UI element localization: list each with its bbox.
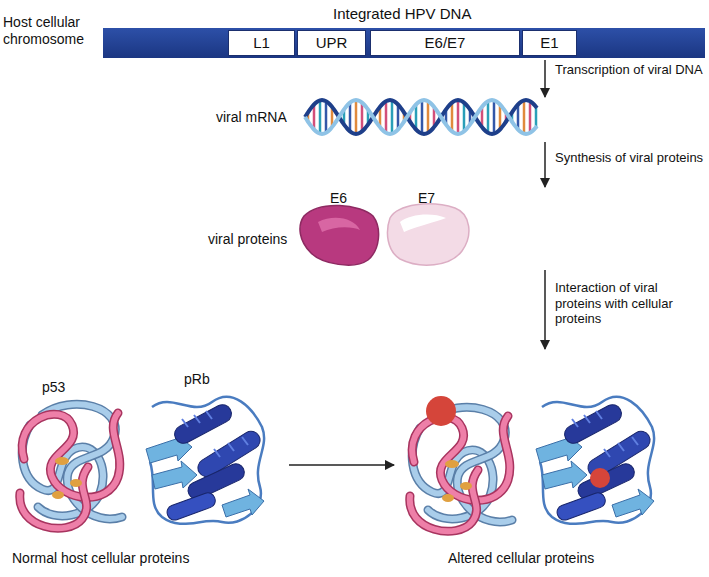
gene-box: E1 [522,30,577,56]
mrna-group: viral mRNA [210,98,560,140]
normal-protein-group: p53 pRbNormal host cellular proteins [5,372,285,572]
bound-e7-marker [590,468,610,488]
node-label: Integrated HPV DNA [333,5,471,22]
mrna-helix-part [305,100,537,134]
altered-prb-protein [536,397,654,524]
e6-protein-node: E6 [300,188,380,266]
mrna-helix-part [349,103,352,132]
mrna-helix-part [361,103,364,132]
mrna-helix-part [523,100,526,133]
node-label: UPR [316,34,348,51]
gene-box: E6/E7 [370,30,520,56]
step-label: Interaction of viral proteins with cellu… [553,280,707,327]
chromosome-bar: L1UPRE6/E7E1Integrated HPV DNA [103,28,705,58]
node-label: viral proteins [208,231,287,247]
node-label: viral mRNA [216,109,287,125]
mrna-helix-part [493,100,496,133]
node-label: E6/E7 [425,34,466,51]
mrna-helix-part [487,101,490,133]
prb-node: pRb [145,370,275,537]
mrna-helix-part [305,100,537,134]
e7-protein-shade [400,215,446,232]
e6-protein-shade [318,218,360,232]
node-label: E7 [418,190,435,206]
gene-box: UPR [297,30,366,56]
flow-arrow [544,142,546,187]
altered-protein-group: Altered cellular proteins [395,350,705,572]
prb-protein [146,397,264,524]
altered-p53-protein [410,407,512,531]
e7-protein [387,204,468,265]
node-label: L1 [253,34,270,51]
p53-node: p53 [10,378,135,538]
step-label: Transcription of viral DNA [553,62,705,78]
node-label: Altered cellular proteins [448,550,594,566]
flow-arrow [544,270,546,349]
node-label: E6 [330,190,347,206]
e6-protein [300,205,379,265]
mrna-helix-part [535,107,538,127]
mrna-helix-part [391,100,394,133]
node-label: p53 [42,379,65,395]
e7-protein-node: E7 [385,188,475,268]
p53-protein [20,404,122,528]
mrna-helix-part [451,103,454,132]
mrna-helix-part [385,101,388,133]
mrna-helix-part [457,100,460,134]
mrna-helix-part [355,100,358,134]
mrna-helix-part [325,101,328,133]
gene-box: L1 [228,30,295,56]
protein-group: E6 E7 viral proteins [205,188,560,268]
node-label: E1 [540,34,558,51]
mrna-helix-part [421,100,424,133]
mrna-helix-part [319,100,322,133]
flow-arrow [544,60,546,97]
mrna-helix-part [463,103,466,132]
mrna-helix-part [529,101,532,133]
step-label: Synthesis of viral proteins [553,150,705,166]
flow-arrow [289,464,394,466]
side-label: Host cellular chromosome [3,14,101,48]
mrna-helix-part [427,101,430,133]
bound-e6-marker [426,396,456,426]
node-label: Normal host cellular proteins [12,550,189,566]
node-label: pRb [184,371,210,387]
mrna-helix [305,100,537,134]
